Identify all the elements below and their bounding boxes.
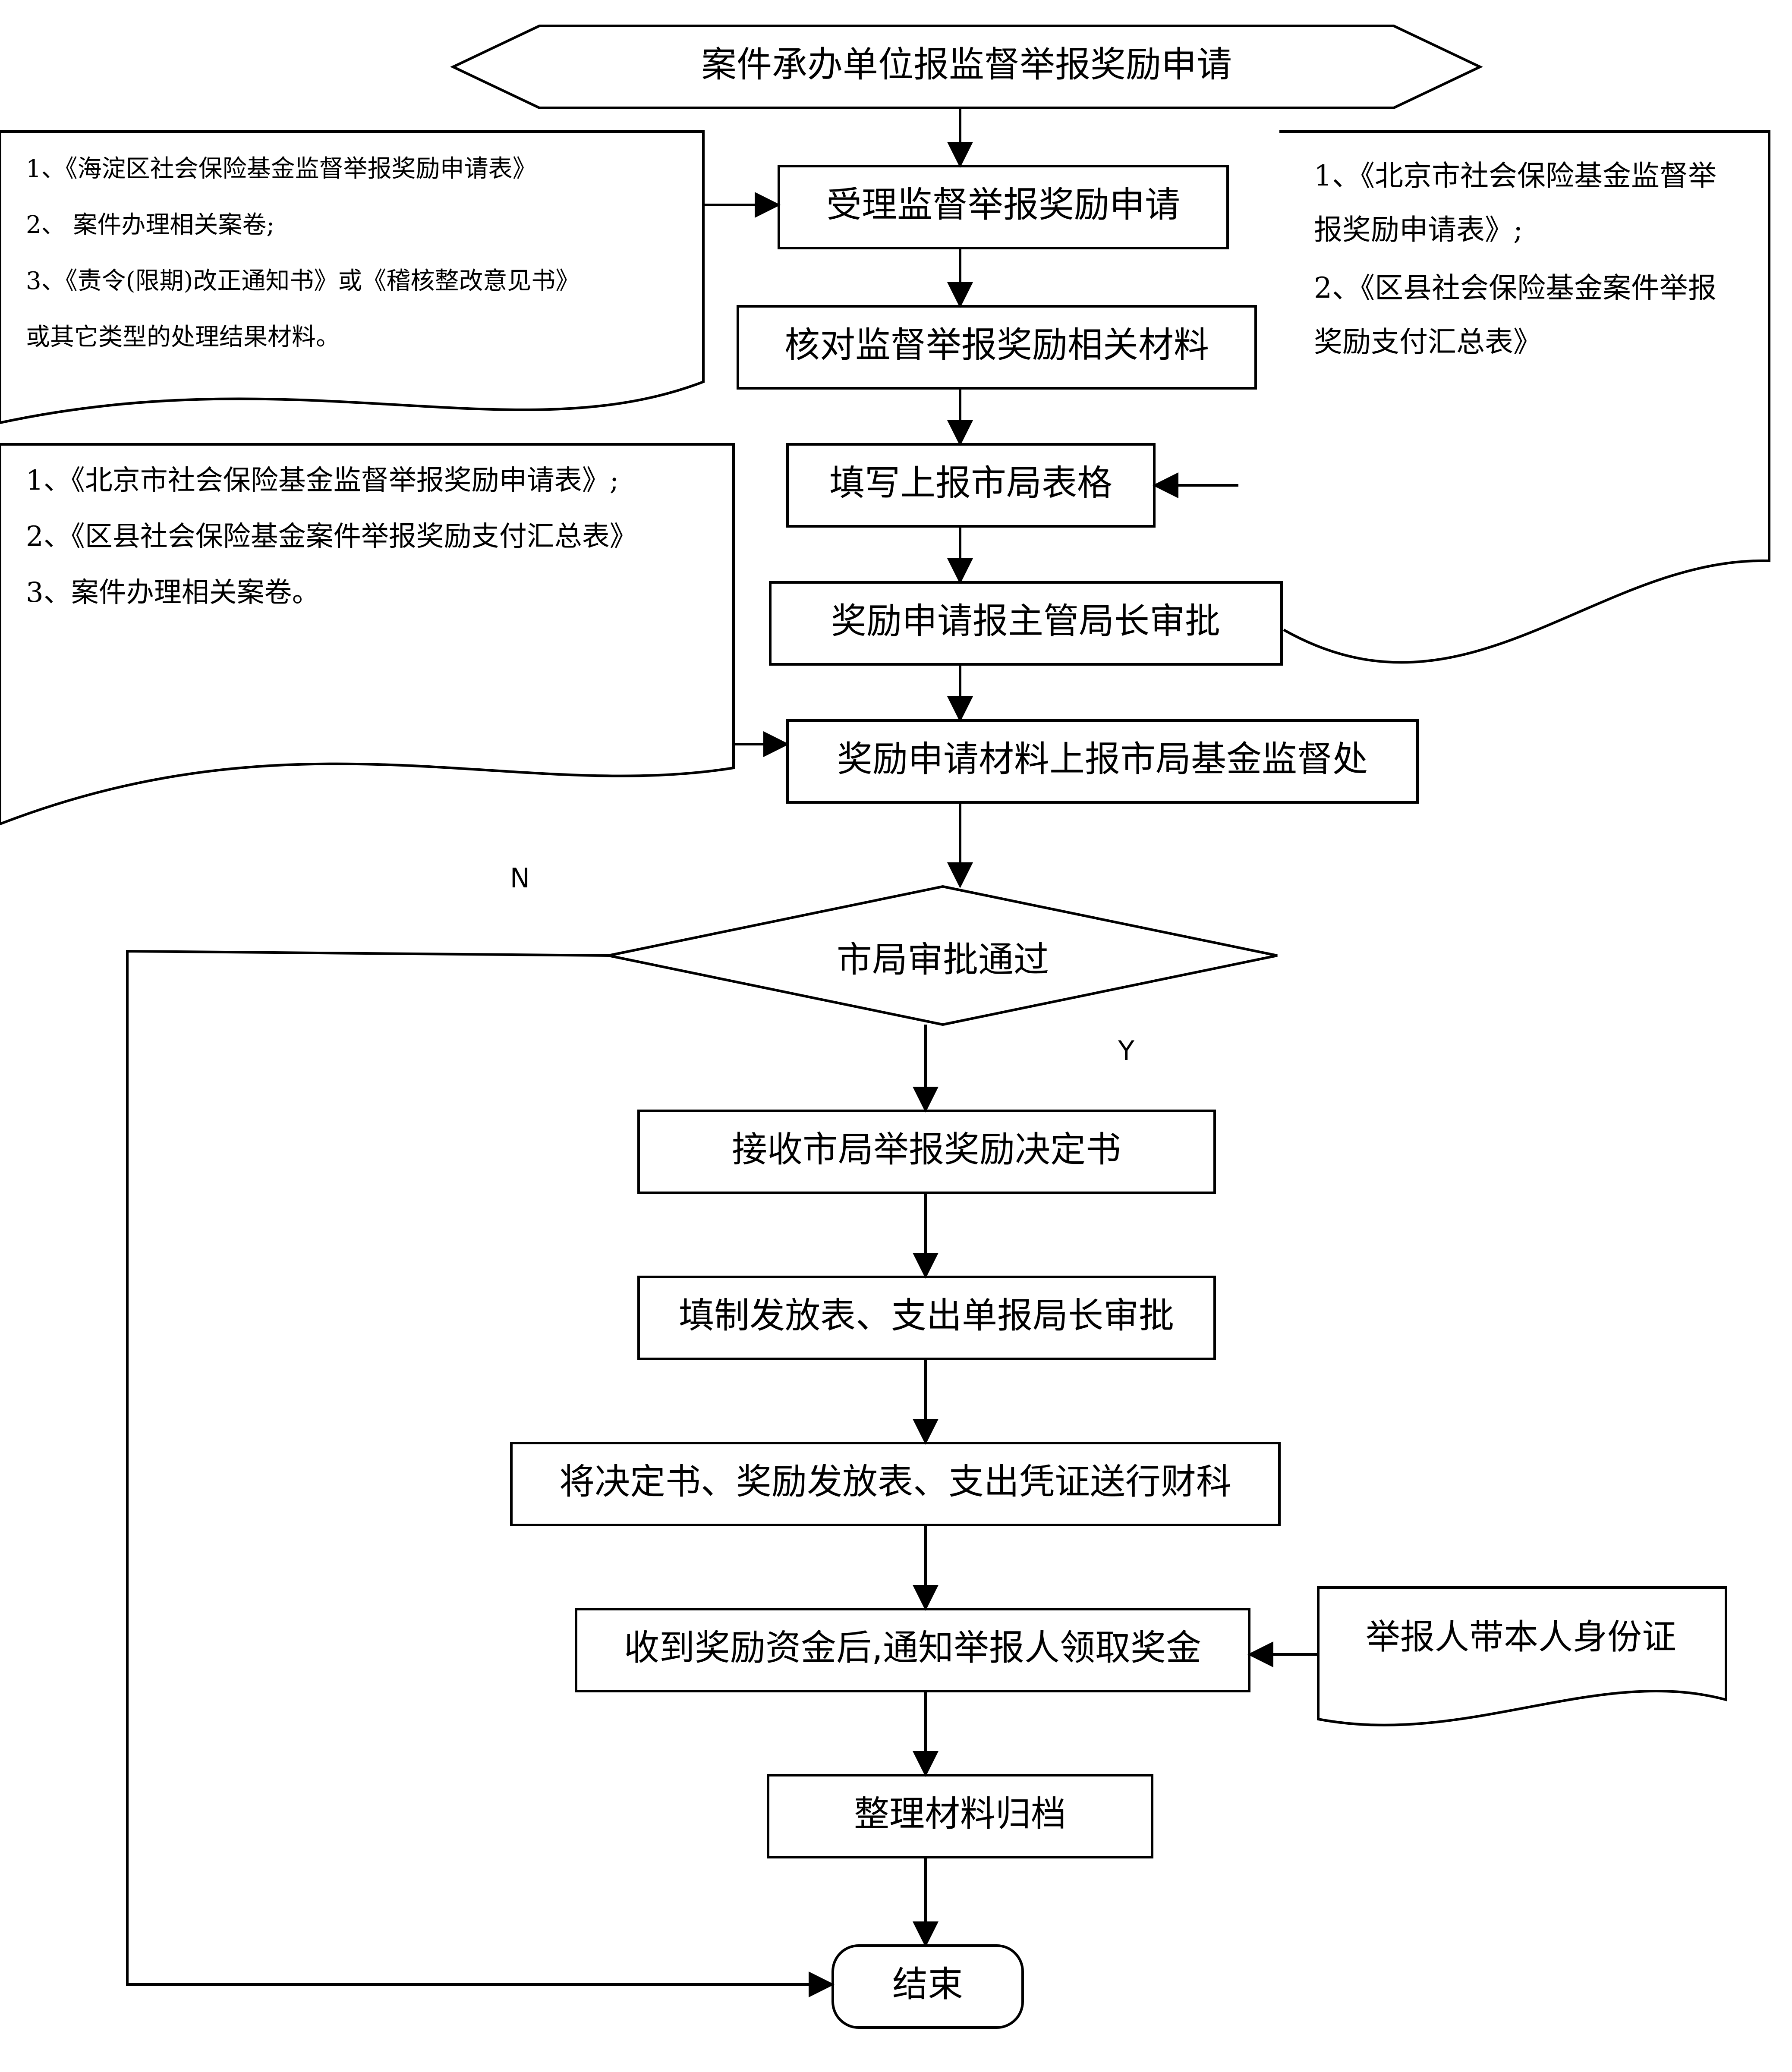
doc-left-top-line: 3、《责令(限期)改正通知书》或《稽核整改意见书》 bbox=[26, 267, 579, 295]
doc-right-shape bbox=[1279, 130, 1770, 664]
decision-label: 市局审批通过 bbox=[837, 939, 1049, 980]
doc-id-label: 举报人带本人身份证 bbox=[1366, 1617, 1676, 1657]
doc-right-line: 2、《区县社会保险基金案件举报 bbox=[1314, 271, 1716, 305]
step-submit-city-box bbox=[786, 719, 1419, 804]
doc-left-mid-line: 3、案件办理相关案卷。 bbox=[26, 577, 320, 609]
doc-left-top-line: 2、 案件办理相关案卷; bbox=[26, 211, 274, 239]
start-shape bbox=[450, 25, 1483, 109]
step-notify-reporter-label: 收到奖励资金后,通知举报人领取奖金 bbox=[624, 1627, 1201, 1668]
step-archive-box bbox=[767, 1774, 1153, 1858]
arrow-no-branch bbox=[126, 950, 835, 1997]
doc-left-top-shape bbox=[0, 130, 705, 424]
step-send-finance-box bbox=[510, 1442, 1281, 1526]
step-director-approval-label: 奖励申请报主管局长审批 bbox=[831, 601, 1220, 641]
doc-left-top-line: 1、《海淀区社会保险基金监督举报奖励申请表》 bbox=[26, 155, 537, 183]
start-label: 案件承办单位报监督举报奖励申请 bbox=[701, 44, 1232, 85]
step-verify-box bbox=[737, 305, 1257, 390]
step-receive-decision-box bbox=[637, 1110, 1216, 1194]
step-fill-payment-label: 填制发放表、支出单报局长审批 bbox=[679, 1295, 1174, 1336]
doc-right-line: 报奖励申请表》; bbox=[1314, 213, 1523, 246]
doc-left-mid-shape bbox=[0, 443, 735, 826]
step-archive-label: 整理材料归档 bbox=[854, 1793, 1066, 1834]
doc-right-text: 1、《北京市社会保险基金监督举 报奖励申请表》; 2、《区县社会保险基金案件举报… bbox=[1314, 159, 1716, 358]
step-accept-box bbox=[778, 165, 1229, 249]
doc-right-line: 奖励支付汇总表》 bbox=[1314, 325, 1542, 358]
doc-left-mid-line: 2、《区县社会保险基金案件举报奖励支付汇总表》 bbox=[26, 521, 637, 553]
branch-yes-label: Y bbox=[1118, 1035, 1134, 1066]
decision-shape bbox=[608, 885, 1278, 1026]
doc-left-top-text: 1、《海淀区社会保险基金监督举报奖励申请表》 2、 案件办理相关案卷; 3、《责… bbox=[26, 155, 579, 351]
branch-no-label: N bbox=[510, 862, 530, 894]
doc-left-mid-text: 1、《北京市社会保险基金监督举报奖励申请表》; 2、《区县社会保险基金案件举报奖… bbox=[26, 465, 637, 609]
step-fill-forms-label: 填写上报市局表格 bbox=[829, 462, 1112, 503]
step-send-finance-label: 将决定书、奖励发放表、支出凭证送行财科 bbox=[559, 1461, 1231, 1502]
end-label: 结束 bbox=[892, 1964, 963, 2005]
doc-right-line: 1、《北京市社会保险基金监督举 bbox=[1314, 159, 1716, 192]
step-verify-label: 核对监督举报奖励相关材料 bbox=[784, 324, 1209, 365]
step-fill-payment-box bbox=[637, 1276, 1216, 1360]
step-director-approval-box bbox=[769, 581, 1283, 666]
step-accept-label: 受理监督举报奖励申请 bbox=[826, 184, 1180, 225]
doc-left-top-line: 或其它类型的处理结果材料。 bbox=[26, 323, 340, 351]
step-notify-reporter-box bbox=[575, 1608, 1250, 1692]
doc-id-shape bbox=[1317, 1586, 1727, 1726]
step-submit-city-label: 奖励申请材料上报市局基金监督处 bbox=[837, 739, 1368, 780]
step-fill-forms-box bbox=[786, 443, 1156, 528]
doc-left-mid-line: 1、《北京市社会保险基金监督举报奖励申请表》; bbox=[26, 465, 619, 497]
step-receive-decision-label: 接收市局举报奖励决定书 bbox=[732, 1129, 1121, 1170]
